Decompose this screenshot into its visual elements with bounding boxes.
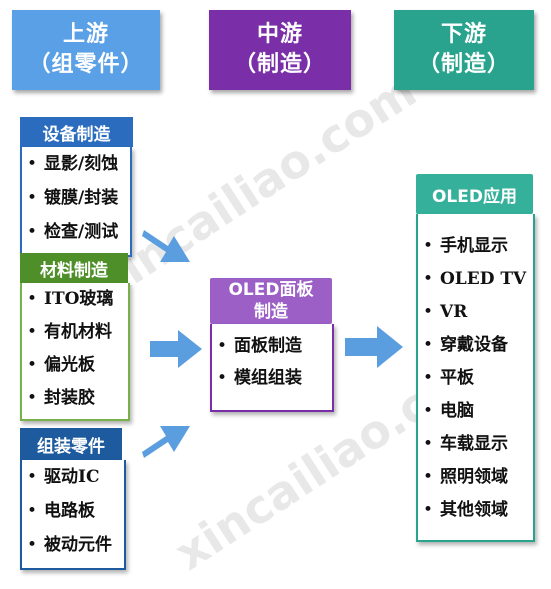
materials-title: 材料制造 [20, 253, 128, 283]
list-item: OLED TV [418, 263, 533, 296]
panel-box: 面板制造 模组组装 [210, 324, 334, 412]
applications-box: 手机显示 OLED TV VR 穿戴设备 平板 电脑 车载显示 照明领域 其他领… [416, 214, 535, 542]
arrow-right-icon [150, 330, 202, 368]
arrow-down-right-icon [142, 230, 190, 262]
upstream-header: 上游 （组零件） [12, 10, 160, 90]
list-item: 车载显示 [418, 428, 533, 461]
list-item: 平板 [418, 362, 533, 395]
list-item: 偏光板 [22, 349, 128, 382]
equipment-title: 设备制造 [20, 117, 133, 147]
list-item: 手机显示 [418, 230, 533, 263]
assembly-title: 组装零件 [20, 428, 122, 460]
list-item: 镀膜/封装 [22, 181, 130, 215]
arrow-right-icon [345, 326, 403, 368]
upstream-header-title: 上游 [62, 22, 109, 47]
list-item: 面板制造 [212, 330, 332, 362]
midstream-header-subtitle: （制造） [233, 52, 326, 77]
equipment-box: 显影/刻蚀 镀膜/封装 检查/测试 [20, 147, 132, 257]
list-item: 电脑 [418, 395, 533, 428]
downstream-header: 下游 （制造） [394, 10, 534, 90]
list-item: 穿戴设备 [418, 329, 533, 362]
list-item: 模组组装 [212, 362, 332, 394]
list-item: 封装胶 [22, 382, 128, 415]
list-item: 检查/测试 [22, 215, 130, 249]
panel-title: OLED面板 制造 [210, 278, 332, 324]
downstream-header-subtitle: （制造） [417, 52, 510, 77]
assembly-box: 驱动IC 电路板 被动元件 [20, 460, 126, 570]
midstream-header: 中游 （制造） [209, 10, 351, 90]
applications-title: OLED应用 [416, 174, 533, 214]
list-item: VR [418, 296, 533, 329]
list-item: 显影/刻蚀 [22, 147, 130, 181]
list-item: ITO玻璃 [22, 283, 128, 316]
list-item: 有机材料 [22, 316, 128, 349]
list-item: 电路板 [22, 494, 124, 528]
midstream-header-title: 中游 [256, 22, 303, 47]
arrow-up-right-icon [142, 426, 190, 458]
panel-title-line1: OLED面板 [228, 280, 314, 300]
list-item: 照明领域 [418, 461, 533, 494]
list-item: 驱动IC [22, 460, 124, 494]
panel-title-line2: 制造 [254, 302, 288, 322]
list-item: 被动元件 [22, 528, 124, 562]
list-item: 其他领域 [418, 494, 533, 527]
materials-box: ITO玻璃 有机材料 偏光板 封装胶 [20, 283, 130, 421]
upstream-header-subtitle: （组零件） [28, 52, 144, 77]
watermark: xincailiao.com [85, 63, 426, 311]
downstream-header-title: 下游 [440, 22, 487, 47]
